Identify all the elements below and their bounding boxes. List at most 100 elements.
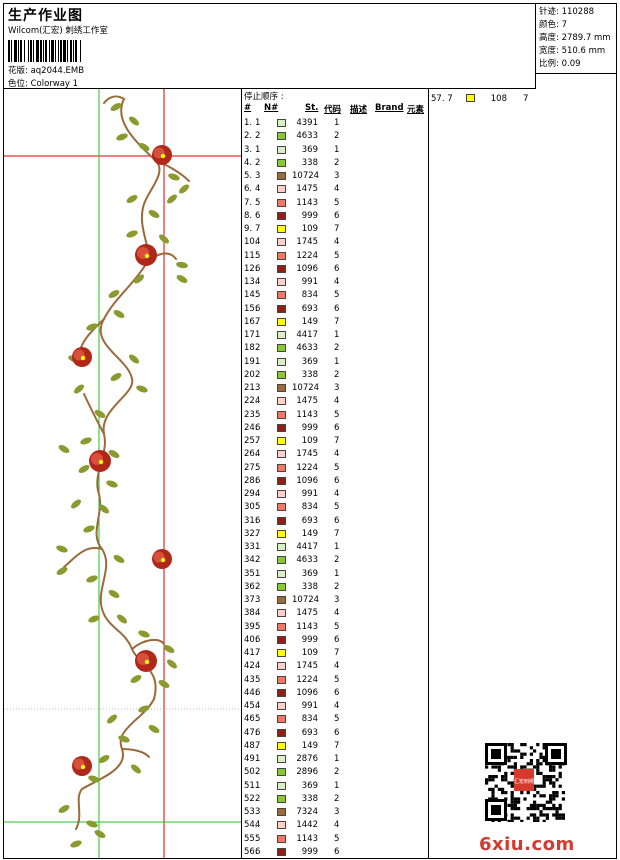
- row-seq: 26.: [244, 449, 258, 460]
- color-swatch: [277, 516, 286, 525]
- row-code: 2: [334, 767, 340, 778]
- stat-height: 高度: 2789.7 mm: [539, 32, 611, 44]
- row-needle: 5: [255, 290, 261, 301]
- row-code: 6: [334, 687, 340, 698]
- qr-module: [517, 816, 521, 820]
- row-seq: 39.: [244, 621, 258, 632]
- row-stitches: 834: [301, 290, 318, 301]
- color-swatch: [277, 317, 286, 326]
- row-needle: 1: [255, 144, 261, 155]
- stat-label: 针迹:: [539, 7, 559, 17]
- row-needle: 5: [255, 674, 261, 685]
- row-code: 4: [334, 608, 340, 619]
- row-code: 5: [334, 290, 340, 301]
- row-needle: 4: [255, 820, 261, 831]
- qr-module: [497, 768, 501, 772]
- row-stitches: 338: [301, 581, 318, 592]
- qr-module: [507, 755, 511, 759]
- leaf: [99, 504, 109, 514]
- qr-module: [507, 819, 511, 822]
- qr-module: [558, 765, 562, 769]
- qr-module: [507, 803, 511, 807]
- row-stitches: 108: [490, 94, 507, 104]
- row-needle: 6: [255, 727, 261, 738]
- stat-width: 宽度: 510.6 mm: [539, 45, 605, 57]
- row-needle: 1: [255, 542, 261, 552]
- qr-logo-text: 汇宏刺绣: [514, 778, 534, 785]
- qr-module: [549, 781, 553, 785]
- qr-module: [526, 816, 530, 820]
- color-swatch: [277, 172, 286, 180]
- qr-module: [510, 794, 514, 798]
- row-code: 5: [334, 462, 340, 473]
- row-needle: 7: [255, 740, 261, 751]
- qr-module: [558, 775, 562, 779]
- row-seq: 51.: [244, 780, 258, 791]
- row-seq: 43.: [244, 674, 258, 685]
- row-code: 6: [334, 515, 340, 526]
- row-needle: 2: [255, 793, 261, 804]
- row-needle: 5: [255, 197, 261, 208]
- qr-module: [536, 807, 540, 811]
- col-code: 代码: [324, 105, 342, 115]
- color-swatch: [277, 145, 286, 154]
- stat-label: 高度:: [539, 33, 559, 43]
- row-stitches: 4417: [296, 330, 318, 340]
- qr-module: [552, 807, 556, 811]
- leaf: [138, 143, 150, 151]
- leaf: [116, 133, 128, 141]
- qr-module: [533, 794, 537, 798]
- row-stitches: 834: [301, 714, 318, 725]
- color-swatch: [277, 238, 286, 247]
- row-code: 6: [334, 422, 340, 433]
- leaf: [74, 384, 84, 394]
- qr-module: [555, 810, 559, 814]
- row-stitches: 693: [301, 303, 318, 314]
- leaf: [108, 450, 120, 458]
- row-code: 4: [334, 449, 340, 460]
- qr-module: [513, 749, 517, 753]
- row-needle: 6: [255, 687, 261, 698]
- row-code: 3: [334, 595, 340, 605]
- qr-module: [507, 743, 511, 747]
- row-seq: 57. 7: [431, 94, 453, 104]
- row-needle: 1: [255, 568, 261, 579]
- row-needle: 1: [255, 118, 261, 128]
- barcode: [8, 40, 118, 62]
- row-stitches: 4417: [296, 542, 318, 552]
- row-seq: 38.: [244, 608, 258, 619]
- studio-name: Wilcom(汇宏) 刺绣工作室: [8, 26, 108, 36]
- color-swatch: [277, 410, 286, 419]
- leaf: [58, 445, 70, 453]
- qr-module: [555, 794, 559, 798]
- stat-colors: 颜色: 7: [539, 19, 567, 31]
- row-needle: 4: [255, 237, 261, 248]
- leaf: [129, 116, 139, 126]
- qr-module: [539, 784, 543, 788]
- color-swatch: [277, 635, 286, 644]
- flower-center: [160, 153, 166, 159]
- color-swatch: [277, 649, 286, 657]
- leaf: [129, 354, 139, 364]
- row-code: 2: [334, 157, 340, 168]
- leaf: [56, 545, 68, 553]
- color-swatch: [277, 688, 286, 697]
- row-needle: 4: [255, 449, 261, 460]
- leaf: [88, 775, 100, 783]
- row-code: 4: [334, 277, 340, 287]
- row-seq: 17.: [244, 330, 258, 340]
- qr-module: [549, 794, 553, 798]
- qr-module: [533, 784, 537, 788]
- qr-module: [561, 797, 565, 801]
